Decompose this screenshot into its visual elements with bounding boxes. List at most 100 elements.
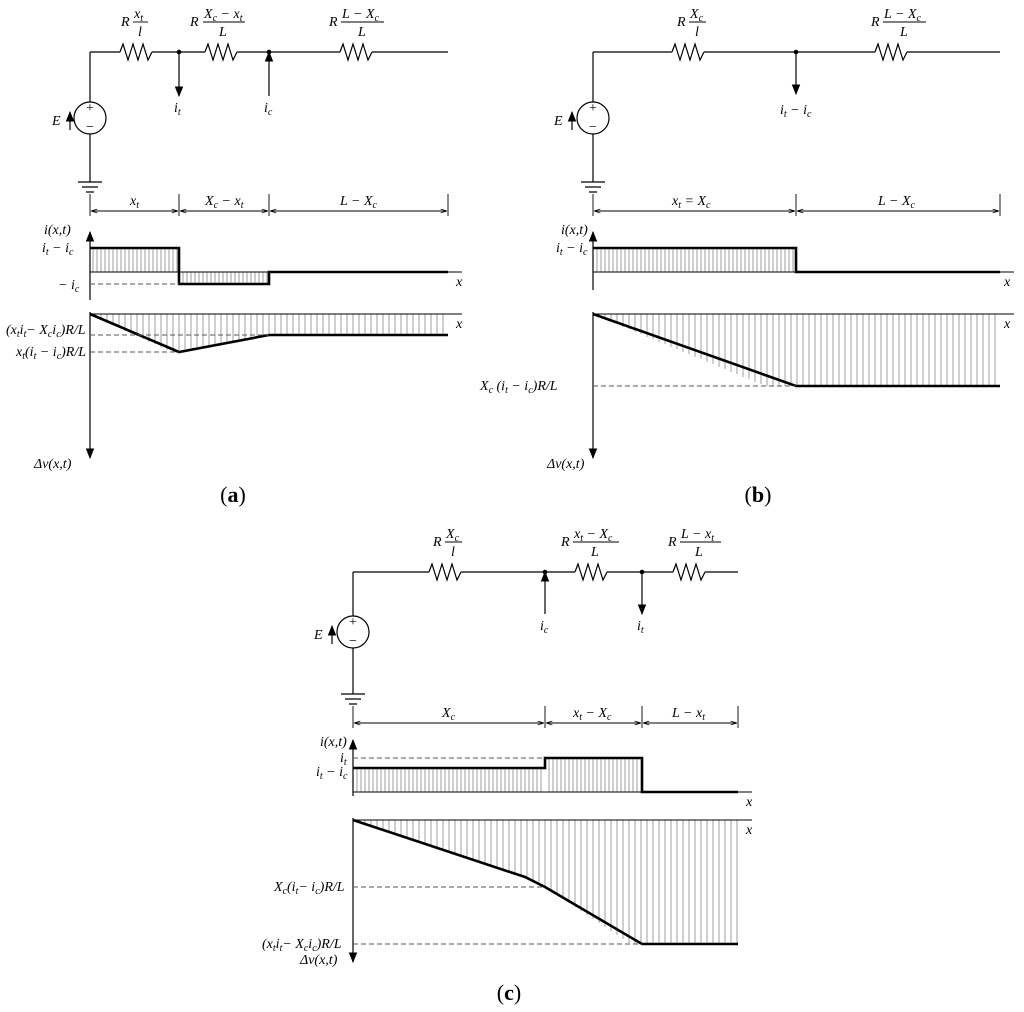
caption-b: (b): [745, 482, 772, 507]
resistor-label-a-2: R Xc − xt L: [189, 7, 245, 40]
current-level-b-1: it − ic: [556, 241, 588, 258]
source-minus-c: −: [349, 634, 357, 649]
source-plus-b: +: [589, 101, 597, 116]
voltage-guides-c: [353, 886, 642, 945]
resistor-label-a-1: R xt l: [120, 7, 148, 40]
svg-text:l: l: [138, 25, 142, 40]
current-xlabel-a: x: [455, 275, 463, 290]
segment-label-a-2: Xc − xt: [204, 194, 244, 211]
svg-text:L − Xc: L − Xc: [341, 7, 380, 24]
voltage-curve-b: [592, 312, 1000, 388]
resistor-b-1: [671, 41, 705, 63]
voltage-level-a-1: (xtit− Xcic)R/L: [6, 323, 86, 340]
panel-a: + − E it ic R xt l R Xc − xt L: [6, 7, 463, 507]
source-minus-a: −: [86, 120, 94, 135]
hatch-current-b: [596, 248, 794, 272]
current-ylabel-c: i(x,t): [320, 735, 347, 750]
voltage-level-c-2: (xtit− Xcic)R/L: [262, 937, 342, 954]
voltage-curve-c: [352, 818, 738, 946]
current-label-c-it: it: [637, 619, 644, 636]
voltage-xlabel-c: x: [745, 823, 753, 838]
current-level-c-1: it: [340, 751, 347, 768]
voltage-ylabel-c: Δv(x,t): [299, 953, 338, 968]
resistor-a-3: [339, 41, 373, 63]
svg-text:R: R: [120, 15, 130, 30]
resistor-label-c-2: R xt − Xc L: [560, 527, 619, 560]
voltage-level-c-1: Xc(it− ic)R/L: [273, 880, 345, 897]
emf-label-b: E: [553, 114, 563, 129]
current-label-c-ic: ic: [540, 619, 549, 636]
panel-c: + − E ic it R Xc l R xt − Xc L: [262, 527, 753, 1005]
emf-label-c: E: [313, 628, 323, 643]
svg-text:L: L: [590, 545, 599, 560]
segment-row-b: xt = Xc L − Xc: [592, 194, 1001, 216]
source-plus-c: +: [349, 615, 357, 630]
voltage-source-c: [336, 615, 370, 649]
segment-label-c-3: L − xt: [671, 706, 705, 723]
circuit-b: + − E it − ic R Xc l R L − Xc L: [553, 7, 1000, 193]
hatch-voltage-c-2: [544, 820, 738, 944]
caption-a: (a): [220, 482, 246, 507]
hatch-current-a: [92, 248, 268, 284]
current-plot-a: x i(x,t) it − ic − ic: [42, 223, 463, 300]
hatch-voltage-a: [94, 314, 444, 352]
svg-text:xt: xt: [133, 7, 143, 24]
segment-row-c: Xc xt − Xc L − xt: [352, 706, 739, 728]
resistor-c-1: [428, 561, 462, 583]
voltage-plot-c: x Δv(x,t) Xc(it− ic)R/L (xtit− Xcic)R/L: [262, 818, 753, 968]
resistor-label-b-1: R Xc l: [676, 7, 706, 40]
svg-text:R: R: [870, 15, 880, 30]
current-label-a-it: it: [174, 101, 181, 118]
current-level-a-1: it − ic: [42, 241, 74, 258]
current-label-b: it − ic: [780, 103, 812, 120]
ground-icon-c: [341, 693, 365, 705]
segment-row-a: xt Xc − xt L − Xc: [89, 194, 449, 216]
current-xlabel-b: x: [1003, 275, 1011, 290]
current-label-a-ic: ic: [264, 101, 273, 118]
caption-c: (c): [497, 980, 521, 1005]
svg-text:L − xt: L − xt: [680, 527, 714, 544]
voltage-guides-a: [90, 334, 269, 353]
svg-text:R: R: [676, 15, 686, 30]
voltage-xlabel-a: x: [455, 317, 463, 332]
voltage-plot-b: x Δv(x,t) Xc (it − ic)R/L: [479, 312, 1014, 472]
resistor-a-2: [204, 41, 238, 63]
resistor-a-1: [119, 41, 153, 63]
current-level-a-2: − ic: [58, 278, 80, 295]
svg-text:R: R: [432, 535, 442, 550]
panel-b: + − E it − ic R Xc l R L − Xc L: [479, 7, 1014, 507]
svg-text:l: l: [695, 25, 699, 40]
voltage-level-b-1: Xc (it − ic)R/L: [479, 379, 558, 396]
hatch-current-c-2: [548, 758, 638, 792]
segment-label-c-1: Xc: [441, 706, 456, 723]
hatch-current-c-1: [356, 768, 542, 792]
svg-text:L: L: [357, 25, 366, 40]
voltage-level-a-2: xt(it − ic)R/L: [15, 345, 86, 362]
current-level-c-2: it − ic: [316, 765, 348, 782]
circuit-a: + − E it ic R xt l R Xc − xt L: [51, 7, 448, 193]
svg-text:Xc: Xc: [689, 7, 704, 24]
svg-text:xt − Xc: xt − Xc: [573, 527, 613, 544]
svg-text:l: l: [451, 545, 455, 560]
current-ylabel-a: i(x,t): [44, 223, 71, 238]
segment-label-a-1: xt: [129, 194, 139, 211]
emf-label-a: E: [51, 114, 61, 129]
current-step-a: [90, 246, 448, 286]
resistor-label-c-3: R L − xt L: [667, 527, 721, 560]
current-xlabel-c: x: [745, 795, 753, 810]
source-minus-b: −: [589, 120, 597, 135]
current-plot-b: x i(x,t) it − ic: [556, 223, 1014, 290]
voltage-plot-a: x Δv(x,t) (xtit− Xcic)R/L xt(it − ic)R/L: [6, 312, 463, 472]
voltage-source-b: [576, 101, 610, 135]
svg-text:R: R: [667, 535, 677, 550]
segment-label-b-2: L − Xc: [877, 194, 916, 211]
svg-text:L: L: [899, 25, 908, 40]
circuit-c: + − E ic it R Xc l R xt − Xc L: [313, 527, 738, 705]
svg-text:L − Xc: L − Xc: [883, 7, 922, 24]
svg-text:L: L: [694, 545, 703, 560]
current-ylabel-b: i(x,t): [561, 223, 588, 238]
source-plus-a: +: [86, 101, 94, 116]
voltage-curve-a: [89, 312, 448, 354]
segment-label-a-3: L − Xc: [339, 194, 378, 211]
